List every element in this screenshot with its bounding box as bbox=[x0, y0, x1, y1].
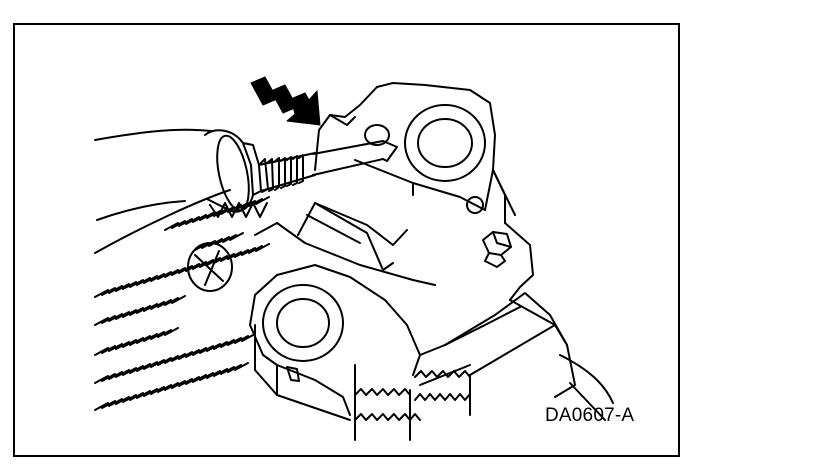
vise-jaw-left bbox=[94, 196, 270, 411]
technical-illustration bbox=[94, 76, 614, 441]
push-direction-arrow-icon bbox=[250, 76, 321, 126]
bracket-block bbox=[187, 82, 614, 441]
screwdriver bbox=[94, 128, 398, 254]
illustration-frame: DA0607-A bbox=[13, 23, 680, 457]
figure-code: DA0607-A bbox=[545, 405, 635, 426]
